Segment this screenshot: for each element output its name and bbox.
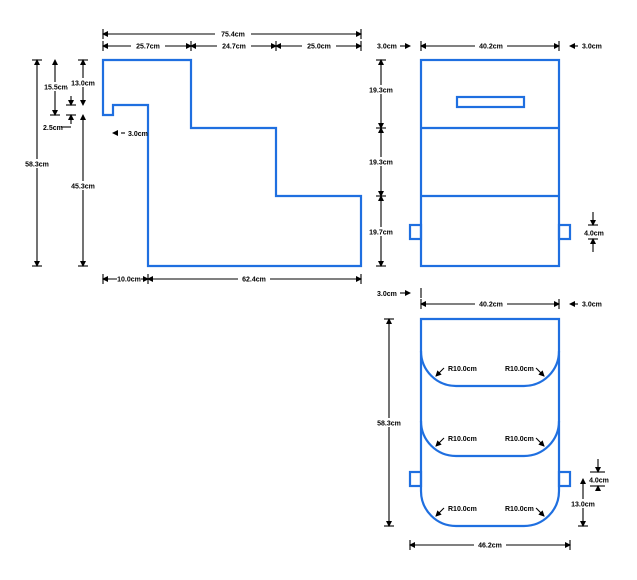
front-handle-slot [455, 95, 526, 109]
tier3-height-label: 19.7cm [369, 230, 393, 237]
bottom-height-label: 58.3cm [377, 421, 401, 428]
label-bg [131, 41, 165, 50]
bottom-view-curve [419, 420, 561, 458]
handle-offset-label: 13.0cm [571, 502, 595, 509]
base-width-label: 62.4cm [242, 277, 266, 284]
bottom-left-margin-label: 3.0cm [377, 291, 397, 298]
radius-label: R10.0cm [505, 506, 534, 513]
radius-leader [435, 507, 445, 517]
front-right-margin-label: 3.0cm [582, 44, 602, 51]
step2-width-label: 24.7cm [222, 44, 246, 51]
front-handle-height-label: 4.0cm [584, 231, 604, 238]
inner-height-label: 45.3cm [71, 184, 95, 191]
front-view: 40.2cm 3.0cm 3.0cm 19.3cm 19.3cm 19.7cm … [366, 41, 606, 268]
label-bg [21, 159, 53, 168]
front-left-margin-label: 3.0cm [377, 44, 397, 51]
label-bg [117, 274, 141, 283]
tier1-height-label: 19.3cm [369, 88, 393, 95]
label-bg [366, 157, 396, 166]
label-bg [475, 41, 507, 50]
bottom-view-curve [419, 350, 561, 388]
bottom-width-label: 40.2cm [479, 302, 503, 309]
radius-label: R10.0cm [448, 366, 477, 373]
radius-label: R10.0cm [448, 436, 477, 443]
radius-callout: R10.0cm [435, 436, 477, 447]
bottom-view: R10.0cm R10.0cm R10.0cm R10.0cm R10.0cm … [373, 288, 611, 550]
bottom-handle-height-label: 4.0cm [589, 478, 609, 485]
radius-leader [535, 367, 545, 377]
front-width-label: 40.2cm [479, 44, 503, 51]
label-bg [67, 78, 99, 87]
top-offset-label: 15.5cm [44, 85, 68, 92]
radius-leader [435, 367, 445, 377]
radius-leader [535, 507, 545, 517]
top-height-label: 13.0cm [71, 81, 95, 88]
front-left-handle [408, 223, 423, 241]
base-left-label: 10.0cm [117, 277, 141, 284]
front-view-body [419, 58, 561, 268]
radius-callout: R10.0cm [435, 366, 477, 377]
label-bg [582, 228, 606, 237]
front-right-handle [557, 223, 572, 241]
bottom-view-body [419, 317, 561, 528]
radius-callout: R10.0cm [435, 506, 477, 517]
tier2-height-label: 19.3cm [369, 160, 393, 167]
bottom-overall-width-label: 46.2cm [478, 543, 502, 550]
label-bg [67, 181, 99, 190]
small-gap-label: 2.5cm [43, 125, 63, 132]
label-bg [366, 85, 396, 94]
radius-callout: R10.0cm [505, 366, 545, 377]
radius-label: R10.0cm [448, 506, 477, 513]
label-bg [302, 41, 336, 50]
overall-width-label: 75.4cm [221, 32, 245, 39]
side-view-outline [101, 58, 363, 268]
radius-leader [435, 437, 445, 447]
bottom-right-handle [557, 470, 572, 488]
radius-label: R10.0cm [505, 436, 534, 443]
overall-height-label: 58.3cm [25, 162, 49, 169]
side-view: 75.4cm 25.7cm 24.7cm 25.0cm 58.3cm 15.5c… [21, 29, 363, 284]
label-bg [366, 227, 396, 236]
radius-callout: R10.0cm [505, 436, 545, 447]
label-bg [238, 274, 270, 283]
label-bg [475, 299, 507, 308]
label-bg [40, 82, 72, 91]
radius-callout: R10.0cm [505, 506, 545, 517]
label-bg [215, 29, 251, 38]
label-bg [373, 418, 405, 427]
label-bg [474, 540, 506, 549]
radius-label: R10.0cm [505, 366, 534, 373]
step3-width-label: 25.0cm [307, 44, 331, 51]
label-bg [217, 41, 251, 50]
bottom-left-handle [408, 470, 423, 488]
radius-leader [535, 437, 545, 447]
lip-width-label: 3.0cm [128, 131, 148, 138]
label-bg [587, 475, 611, 484]
label-bg [567, 499, 599, 508]
step1-width-label: 25.7cm [136, 44, 160, 51]
bottom-right-margin-label: 3.0cm [582, 302, 602, 309]
